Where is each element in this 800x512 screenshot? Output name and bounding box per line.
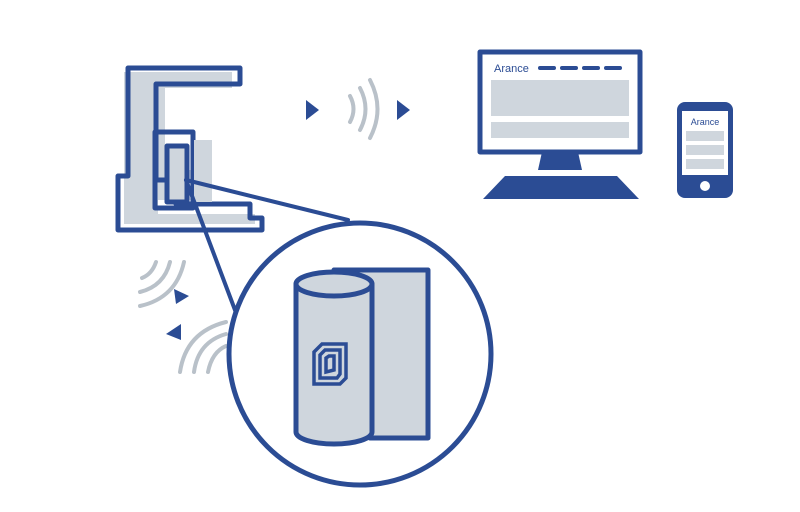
phone-content-row — [686, 131, 724, 141]
wireless-signal-icon — [350, 80, 378, 138]
phone-content-row — [686, 145, 724, 155]
printer-label-slot — [167, 146, 187, 202]
arrow-icon — [397, 100, 410, 120]
wireless-signal-icon — [180, 322, 226, 372]
label-roll-icon — [296, 270, 428, 444]
monitor-stand — [538, 152, 582, 170]
keyboard-icon — [483, 176, 639, 199]
monitor-content-bar — [491, 122, 629, 138]
monitor-brand-label: Arance — [494, 63, 529, 75]
label-roll-top — [296, 272, 372, 296]
smartphone-icon: Arance — [677, 102, 733, 198]
phone-brand-label: Arance — [691, 117, 720, 127]
arrow-icon — [306, 100, 319, 120]
phone-content-row — [686, 159, 724, 169]
phone-home-button — [700, 181, 710, 191]
arrow-icon — [174, 289, 189, 304]
monitor-content-block — [491, 80, 629, 116]
printer-icon — [118, 68, 262, 230]
arrow-icon — [166, 324, 181, 340]
printer-side-panel — [194, 140, 212, 202]
transmission-to-computer — [306, 80, 410, 138]
magnifier-circle-icon — [229, 223, 491, 485]
desktop-monitor-icon: Arance — [480, 52, 640, 170]
